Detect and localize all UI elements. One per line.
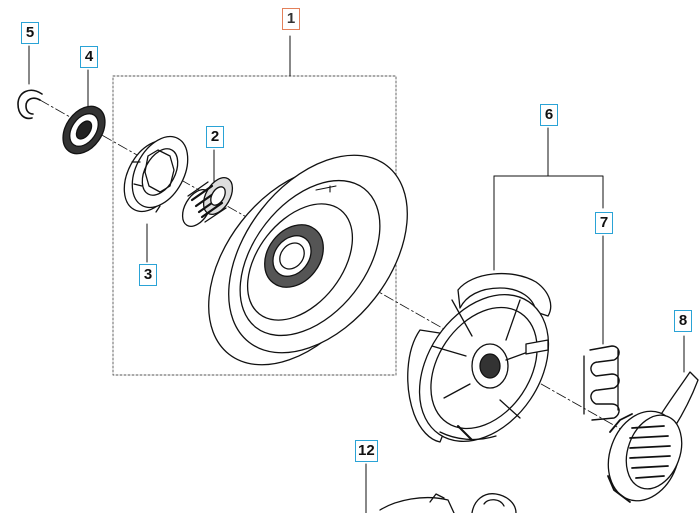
leader-lines bbox=[28, 35, 685, 513]
clutch-shoes-part bbox=[407, 272, 552, 443]
callout-4[interactable]: 4 bbox=[80, 46, 98, 68]
callout-5[interactable]: 5 bbox=[21, 22, 39, 44]
callout-3[interactable]: 3 bbox=[139, 264, 157, 286]
part-12-partial bbox=[379, 493, 517, 513]
washer-part bbox=[62, 105, 106, 155]
drive-gear-part bbox=[607, 371, 699, 503]
needle-bearing-part bbox=[181, 177, 234, 227]
callout-12[interactable]: 12 bbox=[355, 440, 378, 462]
callout-1[interactable]: 1 bbox=[282, 8, 300, 30]
callout-8[interactable]: 8 bbox=[674, 310, 692, 332]
clutch-spring-part bbox=[583, 345, 620, 421]
callout-7[interactable]: 7 bbox=[595, 212, 613, 234]
callout-6[interactable]: 6 bbox=[540, 104, 558, 126]
retaining-clip-part bbox=[17, 89, 43, 120]
clutch-drum-part bbox=[208, 154, 408, 366]
callout-2[interactable]: 2 bbox=[206, 126, 224, 148]
rim-sprocket-part bbox=[123, 135, 189, 213]
